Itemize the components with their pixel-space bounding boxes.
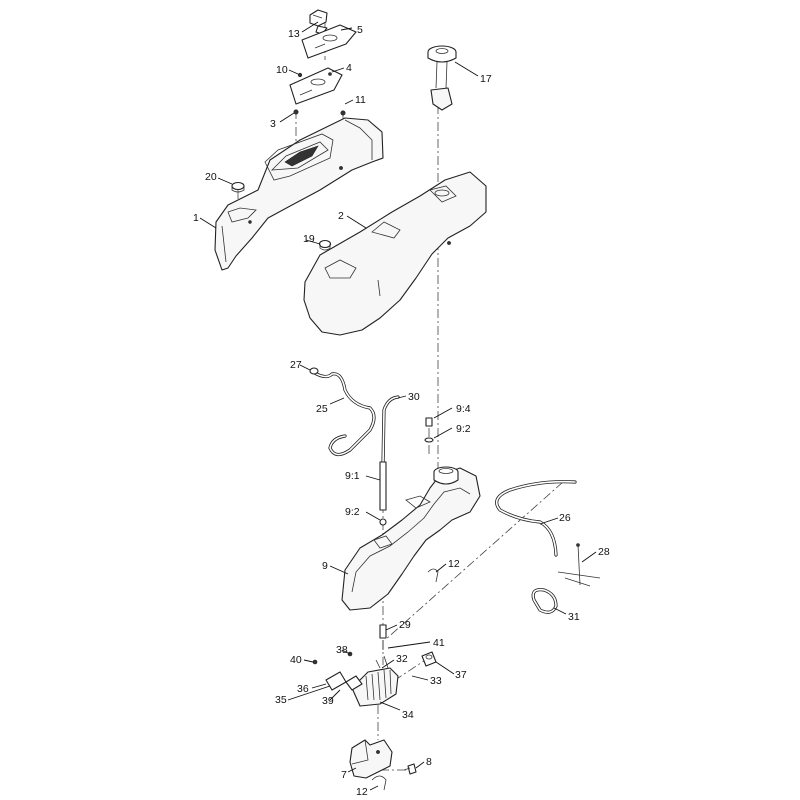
callout-20: 20 — [205, 171, 217, 183]
callout-10: 10 — [276, 64, 288, 76]
callout-34: 34 — [402, 709, 414, 721]
callout-7: 7 — [341, 769, 347, 781]
callout-27: 27 — [290, 359, 302, 371]
callout-38: 38 — [336, 644, 348, 656]
callout-33: 33 — [430, 675, 442, 687]
part-9-fittings — [379, 417, 434, 526]
part-19-knob — [318, 239, 332, 251]
callout-25: 25 — [316, 403, 328, 415]
callout-28: 28 — [598, 546, 610, 558]
callout-12-bottom: 12 — [356, 786, 368, 798]
part-40-screw — [312, 659, 318, 665]
part-2-body-cover — [303, 171, 487, 336]
part-28-cable-tie — [557, 543, 601, 587]
callout-9: 9 — [322, 560, 328, 572]
part-37-fitting — [421, 651, 437, 667]
callout-39: 39 — [322, 695, 334, 707]
part-26-hose — [495, 480, 577, 557]
part-5-plate — [301, 24, 357, 59]
small-fasteners-top — [293, 72, 346, 116]
callout-9-1: 9:1 — [345, 470, 360, 482]
callout-37: 37 — [455, 669, 467, 681]
part-29-fitting — [379, 624, 387, 650]
callout-9-2-top: 9:2 — [456, 423, 471, 435]
part-20-knob — [231, 181, 245, 193]
callout-31: 31 — [568, 611, 580, 623]
callout-4: 4 — [346, 62, 352, 74]
part-31-clamp — [531, 588, 558, 614]
callout-40: 40 — [290, 654, 302, 666]
callout-labels: 13 5 10 4 17 11 3 20 1 2 19 27 25 30 9:4… — [193, 24, 610, 798]
part-13-latch — [309, 9, 328, 35]
callout-35: 35 — [275, 694, 287, 706]
part-8-bolt — [403, 763, 417, 775]
part-25-vent-hose — [309, 367, 376, 457]
part-4-plate — [289, 67, 343, 105]
callout-12-mid: 12 — [448, 558, 460, 570]
part-7-bracket — [349, 739, 393, 779]
part-12-clip-mid — [427, 568, 439, 583]
leader-lines — [199, 21, 597, 791]
callout-1: 1 — [193, 212, 199, 224]
callout-11: 11 — [355, 94, 366, 106]
part-34-filter-assembly — [325, 655, 399, 707]
part-9-fuel-tank — [341, 466, 481, 611]
callout-36: 36 — [297, 683, 309, 695]
part-17-fuel-cap — [427, 45, 457, 111]
part-30-fuel-line — [381, 395, 400, 467]
callout-29: 29 — [399, 619, 411, 631]
callout-41: 41 — [433, 637, 445, 649]
callout-19: 19 — [303, 233, 315, 245]
callout-17: 17 — [480, 73, 492, 85]
callout-3: 3 — [270, 118, 276, 130]
callout-26: 26 — [559, 512, 571, 524]
part-12-clip-bottom — [371, 775, 387, 791]
callout-9-2-bottom: 9:2 — [345, 506, 360, 518]
part-1-console-cover — [214, 117, 384, 271]
callout-32: 32 — [396, 653, 408, 665]
callout-13: 13 — [288, 28, 300, 40]
callout-8: 8 — [426, 756, 432, 768]
callout-30: 30 — [408, 391, 420, 403]
callout-5: 5 — [357, 24, 363, 36]
callout-9-4: 9:4 — [456, 403, 471, 415]
callout-2: 2 — [338, 210, 344, 222]
